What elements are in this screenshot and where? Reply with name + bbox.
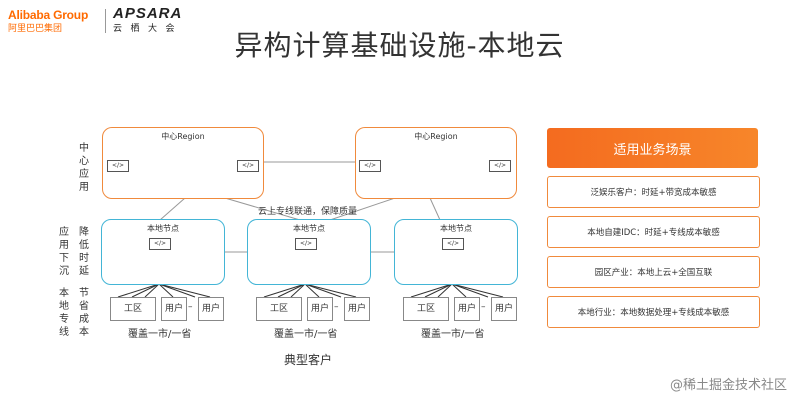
work-area-box: 工区 xyxy=(110,297,156,321)
work-area-box: 工区 xyxy=(403,297,449,321)
coverage-label: 覆盖一市/一省 xyxy=(274,329,338,340)
code-monitor-icon: </> xyxy=(149,238,171,250)
alibaba-logo-cn: 阿里巴巴集团 xyxy=(8,23,63,33)
scenario-item: 本地自建IDC：时延+专线成本敏感 xyxy=(547,216,760,248)
code-monitor-icon: </> xyxy=(489,160,511,172)
user-box: 用户 xyxy=(454,297,480,321)
watermark: @稀土掘金技术社区 xyxy=(669,378,787,393)
user-box: 用户 xyxy=(161,297,187,321)
code-monitor-icon: </> xyxy=(295,238,317,250)
alibaba-logo: Alibaba Group 阿里巴巴集团 xyxy=(8,8,88,34)
logo-divider xyxy=(105,9,106,33)
work-area-box: 工区 xyxy=(256,297,302,321)
scenario-item: 本地行业：本地数据处理+专线成本敏感 xyxy=(547,296,760,328)
coverage-label: 覆盖一市/一省 xyxy=(421,329,485,340)
apsara-logo: APSARA 云 栖 大 会 xyxy=(113,5,182,34)
coverage-label: 覆盖一市/一省 xyxy=(128,329,192,340)
link-line xyxy=(329,197,396,221)
user-box: 用户 xyxy=(198,297,224,321)
code-monitor-icon: </> xyxy=(237,160,259,172)
link-line xyxy=(224,197,301,221)
ellipsis-dash: – xyxy=(188,302,193,312)
link-line xyxy=(429,197,441,221)
page-title: 异构计算基础设施-本地云 xyxy=(234,29,565,62)
label-cost-saving: 节省成本 xyxy=(79,288,89,338)
ellipsis-dash: – xyxy=(334,302,339,312)
cloud-region-label: 中心Region xyxy=(414,132,458,141)
scenarios-header: 适用业务场景 xyxy=(547,128,758,168)
typical-customer-label: 典型客户 xyxy=(284,353,333,367)
local-node-label: 本地节点 xyxy=(147,224,179,233)
cloud-region-label: 中心Region xyxy=(161,132,205,141)
code-monitor-icon: </> xyxy=(442,238,464,250)
cloud-link-label: 云上专线联通，保障质量 xyxy=(258,207,358,217)
label-center-app: 中心应用 xyxy=(79,143,89,193)
scenario-item: 园区产业：本地上云+全国互联 xyxy=(547,256,760,288)
link-line xyxy=(159,197,186,221)
scenario-item: 泛娱乐客户：时延+带宽成本敏感 xyxy=(547,176,760,208)
local-node-label: 本地节点 xyxy=(440,224,472,233)
alibaba-logo-en: Alibaba Group xyxy=(8,8,89,22)
label-local-dedicated: 本地专线 xyxy=(59,288,69,338)
code-monitor-icon: </> xyxy=(107,160,129,172)
local-node-box: 本地节点 xyxy=(101,219,225,285)
local-node-label: 本地节点 xyxy=(293,224,325,233)
apsara-logo-cn: 云 栖 大 会 xyxy=(113,23,178,33)
apsara-logo-en: APSARA xyxy=(113,5,183,22)
code-monitor-icon: </> xyxy=(359,160,381,172)
user-box: 用户 xyxy=(491,297,517,321)
local-node-box: 本地节点 xyxy=(394,219,518,285)
label-app-sink: 应用下沉 xyxy=(59,227,69,277)
label-latency: 降低时延 xyxy=(79,227,89,277)
ellipsis-dash: – xyxy=(481,302,486,312)
local-node-box: 本地节点 xyxy=(247,219,371,285)
fanout-lines xyxy=(117,283,504,298)
user-box: 用户 xyxy=(344,297,370,321)
user-box: 用户 xyxy=(307,297,333,321)
